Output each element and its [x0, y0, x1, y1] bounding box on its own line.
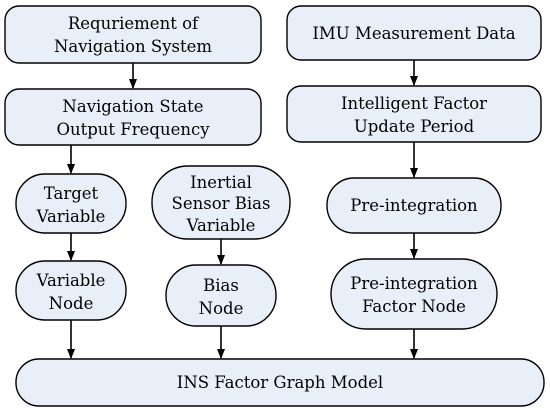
- node-inertial-bias-variable-line3: Variable: [186, 216, 256, 235]
- node-inertial-bias-variable-line1: Inertial: [190, 173, 252, 192]
- node-ins-model-line1: INS Factor Graph Model: [177, 373, 383, 392]
- node-variable-node-line1: Variable: [36, 271, 106, 290]
- node-bias-node-line1: Bias: [203, 276, 239, 295]
- node-pre-integration-line1: Pre-integration: [350, 196, 478, 215]
- node-nav-state-freq-line2: Output Frequency: [56, 120, 210, 139]
- node-requirement-line1: Requriement of: [68, 14, 200, 33]
- node-pre-integration-factor-node-line1: Pre-integration: [350, 274, 478, 293]
- node-nav-state-freq-line1: Navigation State: [62, 97, 203, 116]
- node-target-variable: Target Variable: [15, 173, 127, 234]
- node-target-variable-line2: Variable: [36, 207, 106, 226]
- node-requirement-line2: Navigation System: [54, 37, 212, 56]
- node-intelligent-factor: Intelligent Factor Update Period: [286, 85, 542, 143]
- node-variable-node: Variable Node: [15, 260, 127, 321]
- node-target-variable-line1: Target: [44, 184, 99, 203]
- node-bias-node: Bias Node: [165, 264, 277, 327]
- node-intelligent-factor-line2: Update Period: [354, 117, 475, 136]
- node-inertial-bias-variable: Inertial Sensor Bias Variable: [151, 165, 291, 240]
- node-ins-model: INS Factor Graph Model: [15, 358, 545, 407]
- node-imu-data-line1: IMU Measurement Data: [312, 24, 515, 43]
- arrows: [67, 60, 418, 359]
- node-bias-node-line2: Node: [199, 299, 244, 318]
- node-intelligent-factor-line1: Intelligent Factor: [341, 94, 487, 113]
- node-pre-integration: Pre-integration: [326, 177, 502, 234]
- node-inertial-bias-variable-line2: Sensor Bias: [172, 194, 271, 213]
- node-imu-data: IMU Measurement Data: [286, 5, 542, 61]
- node-pre-integration-factor-node-line2: Factor Node: [362, 297, 466, 316]
- node-nav-state-freq: Navigation State Output Frequency: [4, 88, 262, 146]
- node-pre-integration-factor-node: Pre-integration Factor Node: [330, 258, 498, 330]
- node-requirement: Requriement of Navigation System: [4, 5, 262, 64]
- node-variable-node-line2: Node: [49, 294, 94, 313]
